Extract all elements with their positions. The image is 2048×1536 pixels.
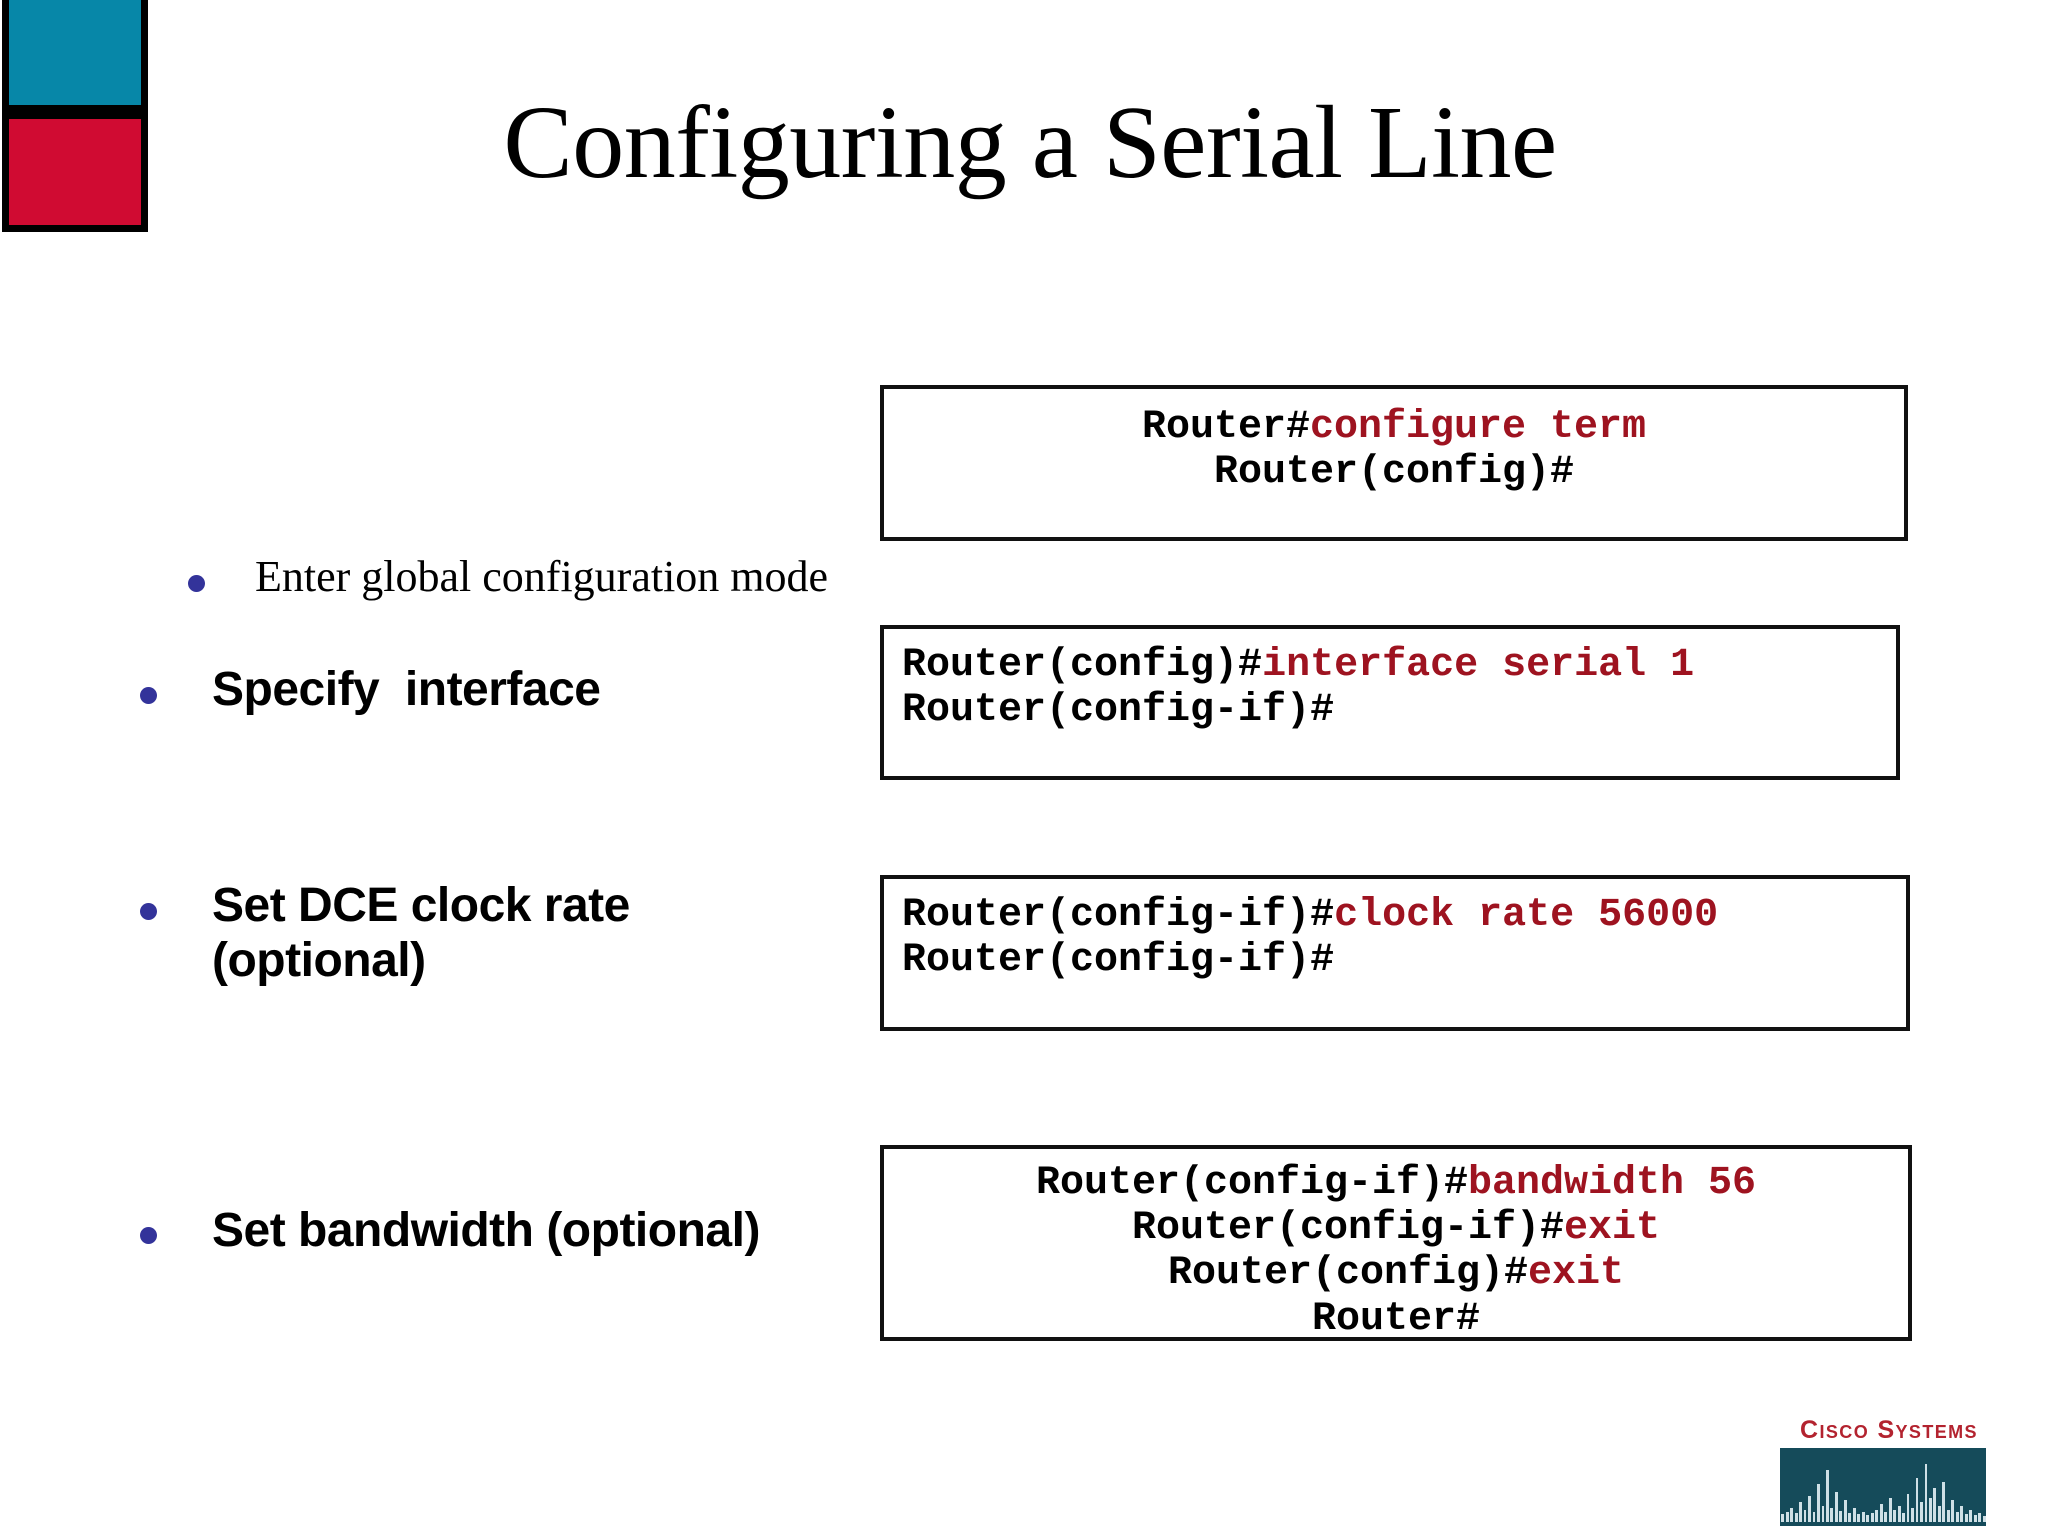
code-box-clock-rate: Router(config-if)#clock rate 56000 Route…	[880, 875, 1910, 1031]
cisco-bridge-bar	[1924, 1464, 1928, 1522]
cisco-bridge-bar	[1870, 1513, 1874, 1522]
cisco-bridge-bar	[1821, 1506, 1825, 1522]
cisco-bridge-bar	[1928, 1498, 1932, 1522]
cisco-bridge-bar	[1781, 1514, 1785, 1522]
bullet-item-set-dce-clock-rate: Set DCE clock rate(optional)	[140, 878, 630, 988]
cisco-bridge-bar	[1830, 1508, 1834, 1522]
cisco-bridge-bar	[1911, 1508, 1914, 1522]
brand-mark-crimson-swatch	[2, 112, 148, 232]
code-line: Router(config-if)#	[902, 938, 1888, 983]
cisco-bridge-icon	[1780, 1448, 1986, 1526]
bullet-label: Set bandwidth (optional)	[212, 1204, 760, 1257]
code-prompt: Router#	[1311, 1296, 1481, 1341]
code-prompt: Router(config-if)#	[1035, 1161, 1469, 1206]
bullet-dot-icon	[188, 575, 205, 592]
cisco-bridge-bar	[1834, 1492, 1838, 1522]
code-line: Router(config-if)#clock rate 56000	[902, 893, 1888, 938]
cisco-bridge-bar	[1794, 1513, 1798, 1522]
bullet-label: Set DCE clock rate(optional)	[157, 878, 630, 988]
cisco-wordmark: Cisco Systems	[1800, 1416, 1978, 1444]
code-prompt: Router(config-if)#	[902, 688, 1335, 734]
cisco-systems-logo: Cisco Systems	[1780, 1418, 1998, 1530]
page-title: Configuring a Serial Line	[503, 85, 1557, 200]
cisco-bridge-bar	[1937, 1506, 1941, 1522]
cisco-bridge-bar	[1946, 1510, 1950, 1522]
bullet-label: Specify interface	[212, 663, 601, 716]
cisco-bridge-bar	[1951, 1500, 1955, 1522]
cisco-bridge-bar	[1920, 1502, 1923, 1522]
bullet-label-line2: (optional)	[212, 934, 426, 988]
cisco-bridge-bar	[1902, 1513, 1905, 1522]
bullet-item-specify-interface: Specify interface	[140, 662, 601, 717]
bullet-dot-icon	[140, 903, 157, 920]
code-line: Router(config-if)#exit	[902, 1206, 1890, 1251]
code-prompt: Router(config-if)#	[1131, 1206, 1565, 1252]
cisco-bridge-bar	[1942, 1482, 1946, 1522]
bullet-dot-icon	[140, 1227, 157, 1244]
cisco-bridge-bar	[1857, 1514, 1861, 1522]
brand-mark-teal-swatch	[2, 0, 148, 112]
code-line: Router(config-if)#	[902, 688, 1878, 733]
cisco-bridge-bar	[1808, 1496, 1811, 1522]
cisco-bridge-bar	[1982, 1516, 1986, 1522]
code-line: Router(config-if)#bandwidth 56	[902, 1161, 1890, 1206]
code-prompt: Router(config)#	[902, 643, 1263, 688]
cisco-bridge-bar	[1933, 1488, 1937, 1522]
code-command: bandwidth 56	[1468, 1161, 1757, 1206]
code-command: configure term	[1309, 405, 1647, 450]
code-line: Router#	[902, 1296, 1890, 1341]
cisco-bridge-bar	[1879, 1504, 1883, 1522]
cisco-bridge-bar	[1955, 1512, 1959, 1522]
code-box-specify-interface: Router(config)#interface serial 1 Router…	[880, 625, 1900, 780]
code-box-global-config: Router#configure term Router(config)#	[880, 385, 1908, 541]
code-line: Router(config)#	[902, 450, 1886, 495]
bullet-item-set-bandwidth: Set bandwidth (optional)	[140, 1203, 760, 1258]
cisco-bridge-bar	[1893, 1510, 1897, 1522]
brand-mark	[0, 0, 168, 232]
bullet-label: Enter global configuration mode	[255, 552, 829, 601]
bullet-label-line1: Set DCE clock rate	[212, 879, 630, 932]
bullet-item-enter-global-config: Enter global configuration mode	[188, 552, 829, 601]
code-prompt: Router(config)#	[1213, 450, 1575, 496]
code-line: Router#configure term	[902, 405, 1886, 450]
cisco-bridge-bar	[1799, 1502, 1802, 1522]
cisco-bridge-bar	[1915, 1478, 1919, 1522]
code-prompt: Router#	[1141, 405, 1310, 450]
cisco-bridge-bar	[1866, 1515, 1870, 1522]
cisco-bridge-bar	[1839, 1511, 1843, 1522]
cisco-bridge-bar	[1897, 1506, 1901, 1522]
cisco-bridge-bar	[1812, 1512, 1816, 1522]
code-command: exit	[1528, 1251, 1625, 1297]
bullet-dot-icon	[140, 687, 157, 704]
cisco-bridge-bar	[1843, 1500, 1847, 1522]
code-command: interface serial 1	[1262, 643, 1695, 688]
code-prompt: Router(config)#	[1167, 1251, 1529, 1297]
cisco-bridge-bar	[1960, 1506, 1964, 1522]
cisco-bridge-bar	[1906, 1494, 1910, 1522]
cisco-bridge-bar	[1888, 1498, 1892, 1522]
cisco-bridge-bar	[1978, 1513, 1982, 1522]
code-command: clock rate 56000	[1334, 893, 1719, 938]
cisco-bridge-bar	[1973, 1515, 1977, 1522]
cisco-bridge-bar	[1852, 1508, 1856, 1522]
cisco-bridge-bar	[1861, 1512, 1865, 1522]
cisco-bridge-bar	[1817, 1484, 1820, 1522]
cisco-bridge-bar	[1803, 1510, 1807, 1522]
cisco-bridge-bar	[1969, 1510, 1973, 1522]
cisco-bridge-bar	[1875, 1510, 1879, 1522]
cisco-bridge-bar	[1790, 1508, 1794, 1522]
cisco-bridge-bar	[1884, 1512, 1888, 1522]
code-line: Router(config)#interface serial 1	[902, 643, 1878, 688]
cisco-bridge-bar	[1785, 1512, 1789, 1522]
code-command: exit	[1564, 1206, 1661, 1252]
code-prompt: Router(config-if)#	[902, 938, 1335, 984]
code-line: Router(config)#exit	[902, 1251, 1890, 1296]
cisco-bridge-bar	[1964, 1514, 1968, 1522]
cisco-bridge-bar	[1825, 1470, 1829, 1522]
cisco-bridge-bar	[1848, 1513, 1852, 1522]
code-prompt: Router(config-if)#	[902, 893, 1335, 938]
code-box-bandwidth-exit: Router(config-if)#bandwidth 56 Router(co…	[880, 1145, 1912, 1341]
